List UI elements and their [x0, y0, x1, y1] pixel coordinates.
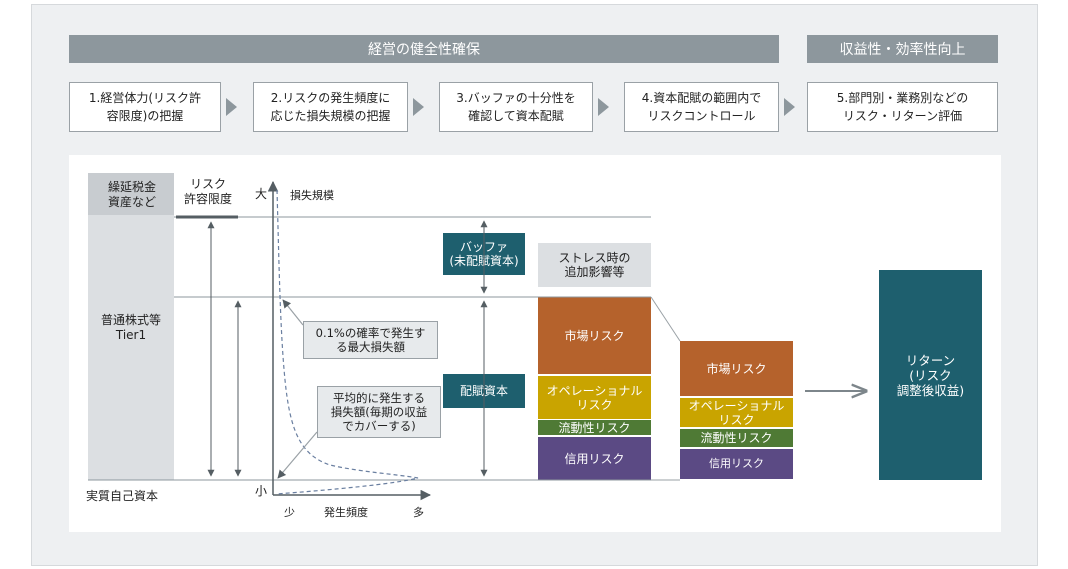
credit-risk-block-small: 信用リスク — [680, 449, 793, 479]
market-risk-block: 市場リスク — [538, 297, 651, 374]
y-axis-small-label: 小 — [255, 484, 268, 498]
real-capital-label: 実質自己資本 — [86, 489, 159, 503]
y-axis-large-label: 大 — [255, 187, 268, 201]
step-3: 3.バッファの十分性を 確認して資本配賦 — [439, 82, 593, 132]
liquidity-risk-block: 流動性リスク — [538, 420, 651, 435]
risk-tolerance-label: リスク 許容限度 — [183, 177, 232, 206]
step-1: 1.経営体力(リスク許 容限度)の把握 — [69, 82, 221, 132]
capital-column — [88, 173, 174, 480]
dta-label: 繰延税金 資産など — [107, 180, 156, 209]
return-box: リターン (リスク 調整後収益) — [879, 270, 982, 480]
average-loss-pointer — [277, 431, 318, 479]
soundness-header: 経営の健全性確保 — [69, 35, 779, 63]
average-loss-callout: 平均的に発生する 損失額(毎期の収益 でカバーする) — [317, 386, 441, 438]
step-5: 5.部門別・業務別などの リスク・リターン評価 — [807, 82, 998, 132]
step-arrow-icon — [226, 98, 237, 116]
profitability-header: 収益性・効率性向上 — [807, 35, 998, 63]
max-loss-callout: 0.1%の確率で発生す る最大損失額 — [303, 321, 438, 359]
loss-distribution-curve — [275, 189, 419, 495]
tier1-label: 普通株式等 Tier1 — [100, 313, 161, 342]
x-axis-large-label: 多 — [413, 506, 424, 519]
credit-risk-block: 信用リスク — [538, 437, 651, 480]
operational-risk-block: オペレーショナル リスク — [538, 376, 651, 419]
y-axis-title: 損失規模 — [290, 189, 334, 202]
x-axis-title: 発生頻度 — [324, 506, 368, 519]
operational-risk-block-small: オペレーショナル リスク — [680, 398, 793, 427]
market-risk-block-small: 市場リスク — [680, 341, 793, 396]
step-2: 2.リスクの発生頻度に 応じた損失規模の把握 — [253, 82, 408, 132]
x-axis-small-label: 少 — [284, 506, 295, 519]
liquidity-risk-block-small: 流動性リスク — [680, 429, 793, 447]
stack-connector-top — [650, 296, 681, 342]
step-arrow-icon — [598, 98, 609, 116]
max-loss-pointer — [282, 299, 304, 326]
stress-impact-box: ストレス時の 追加影響等 — [538, 243, 651, 287]
step-arrow-icon — [784, 98, 795, 116]
step-4: 4.資本配賦の範囲内で リスクコントロール — [624, 82, 779, 132]
dta-block — [88, 173, 174, 215]
step-arrow-icon — [413, 98, 424, 116]
